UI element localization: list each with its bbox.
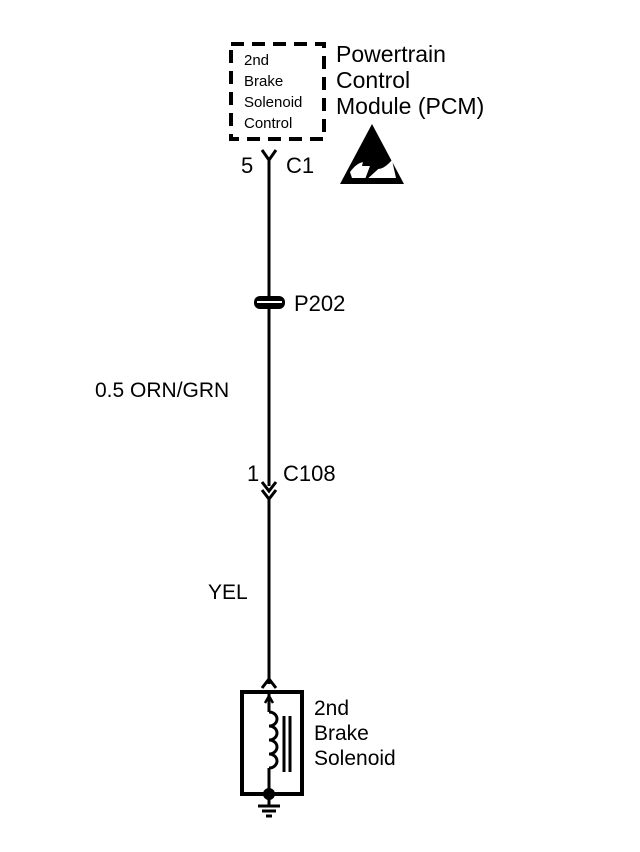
ground-icon [258, 788, 280, 818]
esd-warning-icon [340, 124, 404, 184]
pcm-circuit-line: 2nd [244, 52, 270, 69]
solenoid-body [240, 690, 304, 796]
connector-c1-pin: 5 [241, 153, 254, 178]
connector-c108-pin: 1 [247, 461, 260, 486]
pcm-title-line: Control [336, 67, 411, 93]
connector-c108-name: C108 [283, 461, 336, 486]
wire-upper-label: 0.5 ORN/GRN [95, 379, 230, 402]
solenoid-label: 2nd Brake Solenoid [314, 696, 396, 771]
pcm-title-line: Powertrain [336, 41, 446, 67]
pcm-circuit-line: Solenoid [244, 94, 303, 111]
pcm-title-line: Module (PCM) [336, 93, 485, 119]
pcm-circuit-label: 2nd Brake Solenoid Control [244, 50, 302, 134]
pcm-circuit-line: Brake [244, 73, 284, 90]
pcm-title: Powertrain Control Module (PCM) [336, 41, 484, 119]
splice-p202 [254, 296, 285, 309]
pcm-internal-circuit-box [229, 42, 326, 141]
solenoid-coil-icon [263, 692, 292, 792]
solenoid-label-line: Brake [314, 722, 369, 745]
solenoid-connector-terminal [260, 676, 278, 689]
solenoid-label-line: Solenoid [314, 747, 396, 770]
pcm-circuit-line: Control [244, 115, 293, 132]
wire-lower-label: YEL [208, 581, 248, 604]
connector-c1-name: C1 [286, 153, 315, 178]
splice-p202-label: P202 [294, 291, 346, 316]
connector-c1-terminal [260, 149, 278, 163]
solenoid-label-line: 2nd [314, 697, 350, 720]
